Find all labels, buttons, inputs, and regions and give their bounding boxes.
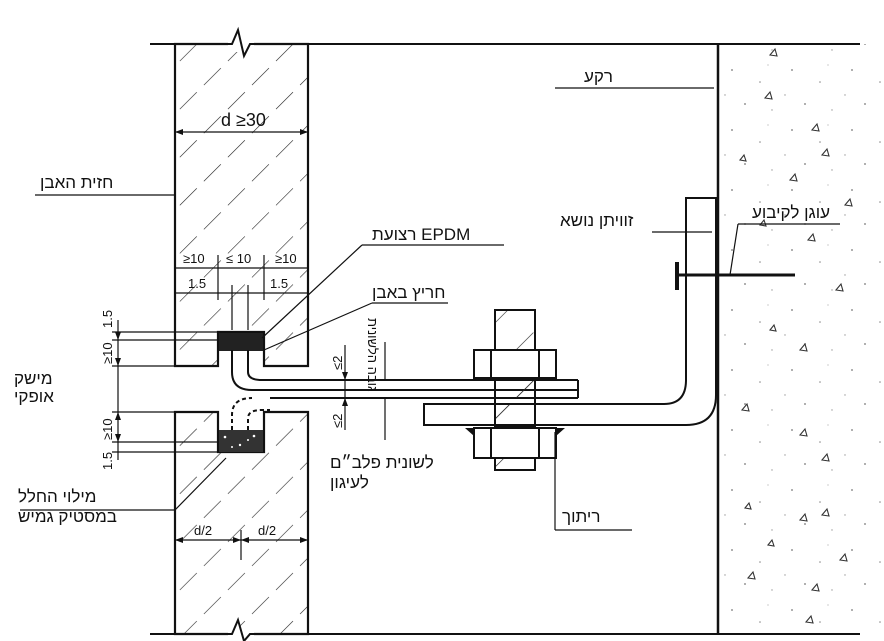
label-carrier-angle: זוויתן נושא [560, 211, 634, 230]
dim-top-lip: 1.5 [100, 310, 115, 328]
dim-gap-bottom: ≤2 [330, 414, 345, 428]
stone-slab-upper [173, 42, 310, 368]
dim-bottom-lip: 1.5 [100, 452, 115, 470]
label-epdm-strip: רצועת EPDM [372, 225, 470, 244]
dim-groove-left: ≥10 [183, 251, 205, 266]
mastic-fill-upper [219, 333, 263, 351]
anchor-bolt [675, 262, 795, 290]
dim-upper-edge: ≥10 [100, 342, 115, 364]
label-weld: ריתוך [562, 507, 600, 526]
label-tongue-height: גובה הלשונית [365, 318, 380, 392]
dim-half-left: d/2 [194, 523, 212, 538]
bolt-assembly [465, 309, 565, 471]
label-anchor: עוגן לקיבוע [752, 203, 830, 222]
stainless-tongue [231, 350, 579, 430]
dim-gap-top: ≤2 [330, 356, 345, 370]
label-stone-groove: חריץ באבן [372, 283, 445, 302]
arrowheads [115, 129, 348, 543]
label-stone-cladding: חזית האבן [40, 173, 113, 192]
label-substrate: רקע [584, 67, 613, 86]
carrier-angle [423, 197, 717, 426]
dim-offset-left: 1.5 [188, 276, 206, 291]
dim-half-right: d/2 [258, 523, 276, 538]
dim-offset-right: 1.5 [270, 276, 288, 291]
stone-slab-lower [173, 410, 310, 636]
mastic-fill-lower [219, 430, 263, 452]
dim-groove-width: ≤ 10 [226, 251, 251, 266]
break-symbol-top [218, 26, 264, 59]
mastic-speckle [223, 434, 256, 448]
concrete-substrate [716, 44, 884, 634]
dim-groove-right: ≥10 [275, 251, 297, 266]
break-symbol-bottom [218, 617, 264, 641]
dimension-lines [20, 87, 840, 560]
aggregate-triangles [738, 47, 853, 624]
dim-thickness: d ≥30 [221, 110, 266, 130]
dim-lower-edge: ≥10 [100, 418, 115, 440]
